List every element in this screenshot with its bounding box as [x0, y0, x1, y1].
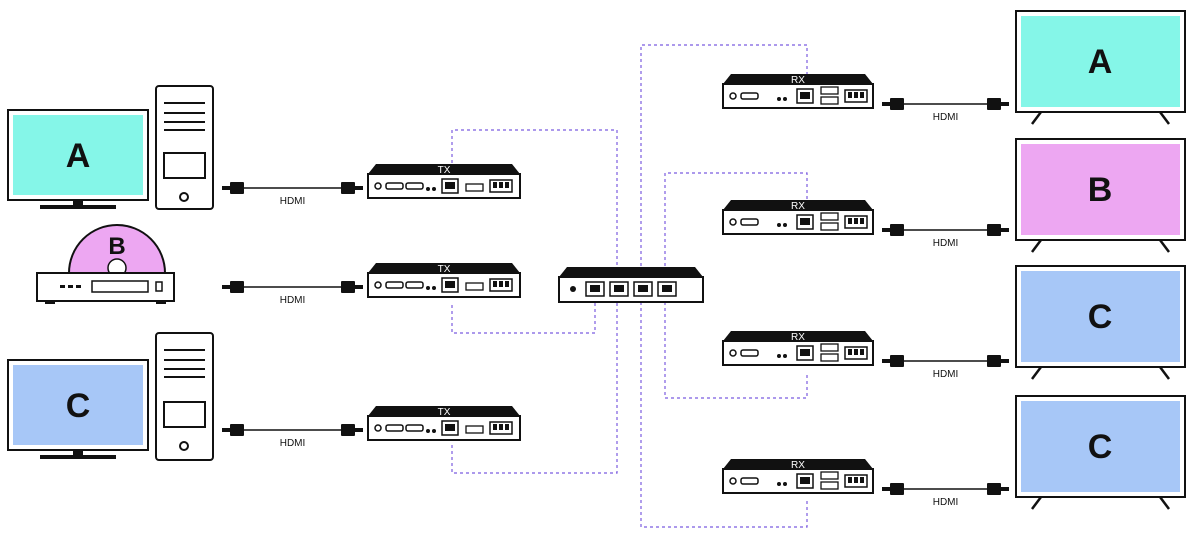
transmitters: HDMI TX HDMI TX HDMI TX — [222, 164, 521, 449]
monitor-c-label: C — [66, 387, 91, 425]
tv-3: C — [1015, 265, 1186, 380]
tv-1-label: A — [1088, 43, 1113, 81]
device-label: RX — [791, 332, 805, 343]
tv-2-screen — [1021, 144, 1180, 235]
rx-extender-1: RX — [722, 74, 874, 109]
tv-1: A — [1015, 10, 1186, 125]
disc-b — [67, 224, 167, 274]
receivers: RX HDMI A RX HDMI B RX HDMI C RX HDMI C — [722, 10, 1186, 510]
hdmi-label: HDMI — [280, 438, 306, 449]
rx-chain-1: RX HDMI A — [722, 10, 1186, 125]
tx-chain-1: HDMI TX — [222, 164, 521, 207]
hdmi-label: HDMI — [280, 196, 306, 207]
hdmi-cable-tx2: HDMI — [222, 281, 363, 306]
monitor-c: C — [7, 359, 149, 459]
source-a-pc: A — [7, 85, 214, 210]
hdmi-label: HDMI — [933, 238, 959, 249]
hdmi-cable-rx3: HDMI — [882, 355, 1009, 380]
tv-4-screen — [1021, 401, 1180, 492]
tx-chain-3: HDMI TX — [222, 406, 521, 449]
tv-3-screen — [1021, 271, 1180, 362]
link-switch-rx1 — [640, 44, 808, 302]
rx-chain-2: RX HDMI B — [722, 138, 1186, 253]
link-tx3-switch — [451, 302, 618, 474]
device-label: TX — [438, 165, 451, 176]
tx-extender-2: TX — [367, 263, 521, 298]
rx-extender-4: RX — [722, 459, 874, 494]
hdmi-cable-rx2: HDMI — [882, 224, 1009, 249]
monitor-c-screen — [13, 365, 143, 445]
tx-extender-3: TX — [367, 406, 521, 441]
source-b-player: B — [36, 224, 175, 304]
rx-extender-3: RX — [722, 331, 874, 366]
tv-2: B — [1015, 138, 1186, 253]
tv-4: C — [1015, 395, 1186, 510]
hdmi-label: HDMI — [933, 369, 959, 380]
pc-tower-a — [155, 85, 214, 210]
device-label: RX — [791, 201, 805, 212]
hdmi-cable-rx4: HDMI — [882, 483, 1009, 508]
link-switch-rx2 — [664, 172, 808, 302]
monitor-a: A — [7, 109, 149, 209]
hdmi-label: HDMI — [280, 295, 306, 306]
device-label: RX — [791, 460, 805, 471]
hdmi-cable-tx1: HDMI — [222, 182, 363, 207]
hdmi-cable-rx1: HDMI — [882, 98, 1009, 123]
switch-ports — [585, 281, 677, 297]
monitor-a-label: A — [66, 137, 91, 175]
device-label: RX — [791, 75, 805, 86]
rx-extender-2: RX — [722, 200, 874, 235]
link-tx2-switch — [451, 302, 596, 334]
monitor-a-screen — [13, 115, 143, 195]
disc-b-label: B — [108, 233, 125, 260]
device-label: TX — [438, 264, 451, 275]
tv-1-screen — [1021, 16, 1180, 107]
tx-extender-1: TX — [367, 164, 521, 199]
link-switch-rx3 — [664, 302, 808, 399]
network-switch — [558, 267, 704, 303]
tx-chain-2: HDMI TX — [222, 263, 521, 306]
rx-chain-3: RX HDMI C — [722, 265, 1186, 380]
tv-4-label: C — [1088, 428, 1113, 466]
network-links — [451, 44, 808, 528]
pc-tower-c — [155, 332, 214, 461]
device-label: TX — [438, 407, 451, 418]
hdmi-label: HDMI — [933, 112, 959, 123]
link-tx1-switch — [451, 129, 618, 299]
source-c-pc: C — [7, 332, 214, 461]
rx-chain-4: RX HDMI C — [722, 395, 1186, 510]
hdmi-label: HDMI — [933, 497, 959, 508]
link-switch-rx4 — [640, 302, 808, 528]
tv-2-label: B — [1088, 171, 1113, 209]
hdmi-cable-tx3: HDMI — [222, 424, 363, 449]
tv-3-label: C — [1088, 298, 1113, 336]
